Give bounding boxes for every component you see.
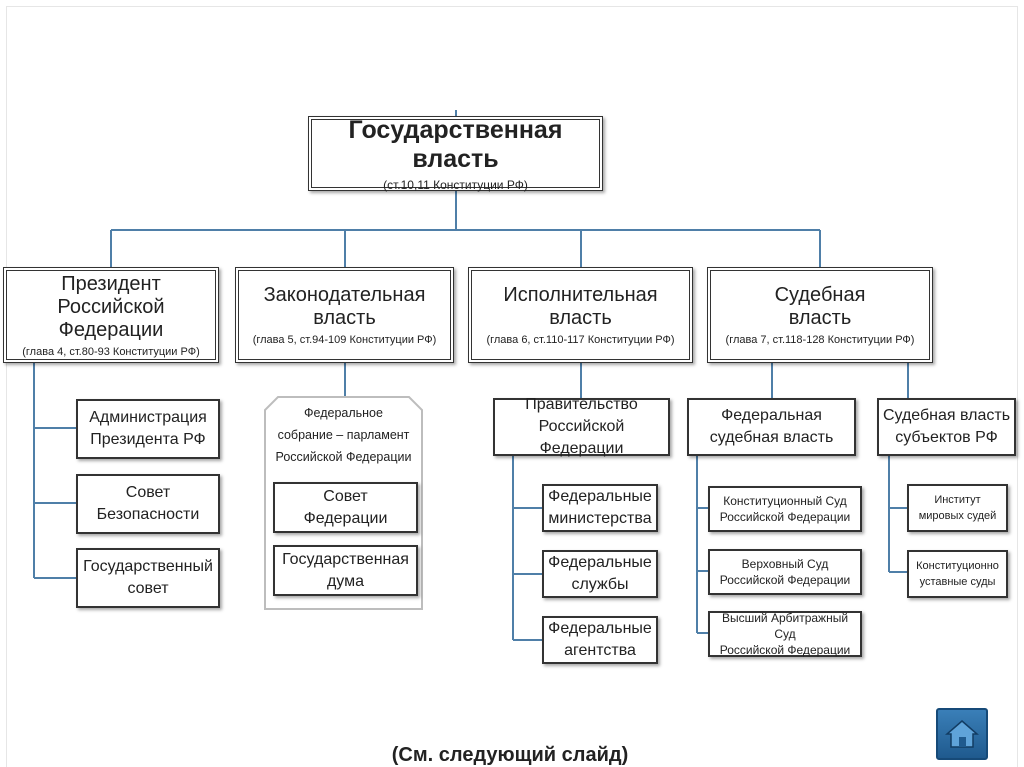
branch-president-title-1: Президент: [61, 272, 161, 295]
federal-court-box: Верховный Суд Российской Федерации: [708, 549, 862, 595]
president-child-line2: совет: [127, 580, 169, 597]
home-icon: [945, 720, 979, 748]
root-subtitle: (ст.10,11 Конституции РФ): [383, 177, 528, 192]
regional-judiciary-line2: субъектов РФ: [895, 429, 998, 446]
branch-executive-title-2: власть: [549, 307, 612, 329]
regional-court-box: Конституционно уставные суды: [907, 550, 1008, 598]
executive-child-line1: Федеральные: [548, 488, 652, 505]
regional-court-line1: Институт: [934, 494, 981, 506]
legislative-child-line2: Федерации: [303, 509, 388, 527]
executive-child-line2: министерства: [548, 510, 652, 527]
branch-judicial-title-2: власть: [788, 307, 852, 329]
legislative-child-line2: дума: [326, 572, 365, 590]
branch-executive-title-1: Исполнительная: [503, 284, 658, 306]
branch-judicial-box: Судебная власть (глава 7, ст.118-128 Кон…: [707, 267, 933, 363]
regional-judiciary-line1: Судебная власть: [882, 407, 1011, 424]
branch-president-subtitle: (глава 4, ст.80-93 Конституции РФ): [22, 345, 200, 358]
federal-court-line2: Российской Федерации: [719, 573, 851, 587]
slide-frame: [6, 6, 1018, 767]
federal-judiciary-line1: Федеральная: [721, 407, 822, 424]
regional-court-line1: Конституционно: [916, 560, 999, 572]
executive-child-line1: Федеральные: [548, 620, 652, 637]
legislative-child-box: Государственная дума: [273, 545, 418, 596]
branch-executive-box: Исполнительная власть (глава 6, ст.110-1…: [468, 267, 693, 363]
federal-judiciary-box: Федеральная судебная власть: [687, 398, 856, 456]
president-child-box: Администрация Президента РФ: [76, 399, 220, 459]
executive-child-box: Федеральные службы: [542, 550, 658, 598]
executive-child-line1: Федеральные: [548, 554, 652, 571]
president-child-line2: Президента РФ: [90, 431, 206, 448]
federal-court-box: Конституционный Суд Российской Федерации: [708, 486, 862, 532]
legislative-child-box: Совет Федерации: [273, 482, 418, 533]
federal-court-line1: Конституционный Суд: [723, 494, 847, 508]
root-title: Государственная власть: [348, 115, 563, 173]
president-child-box: Государственный совет: [76, 548, 220, 608]
federal-court-line1: Верховный Суд: [741, 557, 829, 571]
federal-judiciary-line2: судебная власть: [709, 429, 834, 446]
legislative-child-line1: Совет: [323, 487, 368, 505]
branch-executive-subtitle: (глава 6, ст.110-117 Конституции РФ): [486, 334, 675, 346]
parliament-line2: собрание – парламент: [277, 428, 410, 442]
president-child-line2: Безопасности: [96, 506, 200, 523]
federal-court-line1: Высший Арбитражный Суд: [721, 611, 849, 641]
president-child-box: Совет Безопасности: [76, 474, 220, 534]
root-box: Государственная власть (ст.10,11 Констит…: [308, 115, 603, 192]
executive-child-line2: агентства: [564, 642, 636, 659]
executive-child-box: Федеральные министерства: [542, 484, 658, 532]
government-line1: Правительство: [525, 396, 638, 413]
parliament-line1: Федеральное: [304, 406, 383, 420]
executive-child-box: Федеральные агентства: [542, 616, 658, 664]
legislative-child-line1: Государственная: [282, 550, 409, 568]
regional-court-line2: уставные суды: [919, 576, 996, 588]
branch-judicial-title-1: Судебная: [774, 284, 866, 306]
regional-court-box: Институт мировых судей: [907, 484, 1008, 532]
footer-note: (См. следующий слайд): [391, 744, 629, 766]
federal-court-line2: Российской Федерации: [719, 643, 851, 657]
president-child-line1: Государственный: [83, 558, 213, 575]
parliament-line3: Российской Федерации: [275, 450, 412, 464]
branch-legislative-box: Законодательная власть (глава 5, ст.94-1…: [235, 267, 454, 363]
president-child-line1: Администрация: [89, 409, 207, 426]
branch-president-title-2: Российской Федерации: [57, 295, 165, 341]
government-line2: Российской Федерации: [538, 418, 625, 457]
regional-judiciary-box: Судебная власть субъектов РФ: [877, 398, 1016, 456]
federal-court-line2: Российской Федерации: [719, 510, 851, 524]
president-child-line1: Совет: [125, 484, 171, 501]
branch-legislative-subtitle: (глава 5, ст.94-109 Конституции РФ): [252, 334, 437, 346]
federal-court-box: Высший Арбитражный Суд Российской Федера…: [708, 611, 862, 657]
executive-child-line2: службы: [571, 576, 629, 593]
branch-judicial-subtitle: (глава 7, ст.118-128 Конституции РФ): [725, 334, 915, 346]
branch-president-box: Президент Российской Федерации (глава 4,…: [3, 267, 219, 363]
government-box: Правительство Российской Федерации: [493, 396, 670, 457]
branch-legislative-title-1: Законодательная: [263, 284, 426, 306]
branch-legislative-title-2: власть: [313, 307, 376, 329]
regional-court-line2: мировых судей: [918, 510, 997, 522]
home-button[interactable]: [936, 708, 988, 760]
parliament-title: Федеральное собрание – парламент Российс…: [264, 402, 423, 468]
